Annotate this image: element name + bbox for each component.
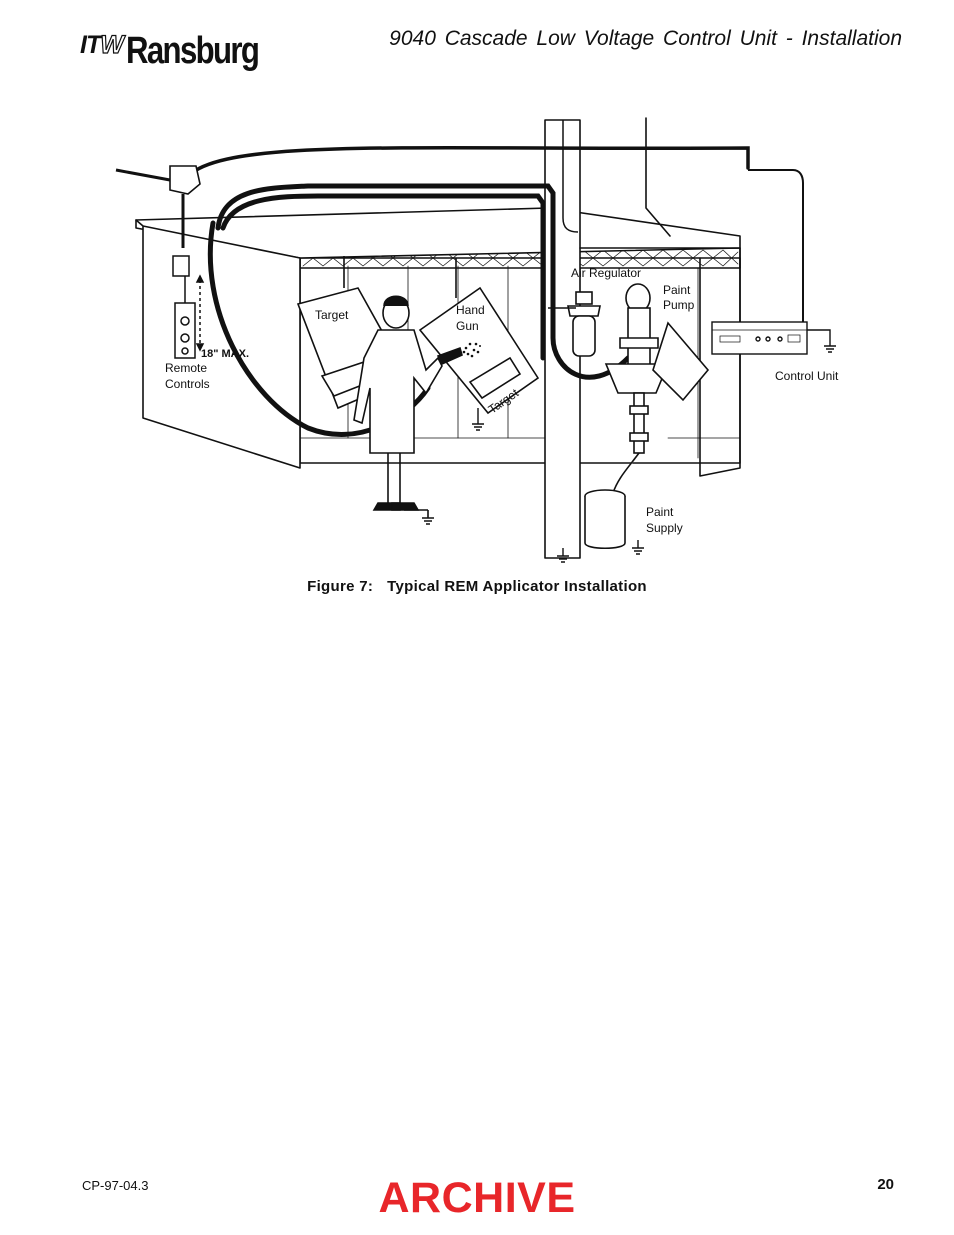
document-code: CP-97-04.3	[82, 1178, 149, 1193]
page-number: 20	[877, 1176, 894, 1193]
installation-figure: Air Regulator Paint Pump Target Hand Gun…	[108, 108, 854, 568]
logo-itw-letters: IT	[80, 31, 101, 59]
fluid-hose-2	[220, 193, 546, 361]
archive-watermark: ARCHIVE	[378, 1174, 576, 1222]
itw-ransburg-logo: ITW Ransburg	[80, 18, 287, 70]
label-distance: 18" MAX.	[201, 348, 249, 360]
ground-symbols	[472, 408, 644, 563]
figure-number: Figure 7:	[307, 578, 374, 595]
pump-bracket	[604, 363, 670, 394]
control-unit-cable	[748, 169, 804, 323]
booth-right-section	[579, 247, 741, 477]
overhead-cable	[186, 145, 750, 178]
label-hand-gun-2: Gun	[456, 319, 479, 333]
label-remote-controls-2: Controls	[165, 377, 210, 391]
label-hand-gun-1: Hand	[456, 303, 485, 317]
figure-caption: Figure 7: Typical REM Applicator Installa…	[0, 578, 954, 595]
logo-itw-mark: ITW	[80, 31, 125, 59]
remote-controls	[172, 255, 205, 359]
label-remote-controls-1: Remote	[165, 361, 207, 375]
overhead-junction	[115, 165, 201, 248]
label-paint-pump-1: Paint	[663, 283, 691, 297]
booth-left-wall	[135, 219, 301, 469]
paint-supply	[584, 452, 640, 550]
label-paint-pump-2: Pump	[663, 298, 695, 312]
paint-pump	[604, 283, 710, 454]
logo-brand-name: Ransburg	[125, 30, 260, 72]
air-regulator	[548, 291, 601, 357]
label-target-left: Target	[315, 308, 349, 322]
targets	[296, 256, 540, 415]
label-paint-supply-2: Supply	[646, 521, 683, 535]
label-air-regulator: Air Regulator	[571, 266, 641, 280]
installation-diagram: Air Regulator Paint Pump Target Hand Gun…	[115, 117, 839, 563]
label-paint-supply-1: Paint	[646, 505, 674, 519]
label-control-unit: Control Unit	[775, 369, 839, 383]
figure-caption-text: Typical REM Applicator Installation	[387, 578, 647, 595]
control-unit	[711, 321, 836, 355]
fluid-hose-1	[215, 183, 631, 380]
control-cable	[562, 120, 804, 323]
exhaust-stack	[645, 117, 671, 237]
spray-pattern	[462, 342, 481, 358]
operator-figure	[353, 295, 463, 525]
document-title: 9040 Cascade Low Voltage Control Unit - …	[389, 27, 902, 50]
logo-itw-w: W	[100, 31, 125, 59]
